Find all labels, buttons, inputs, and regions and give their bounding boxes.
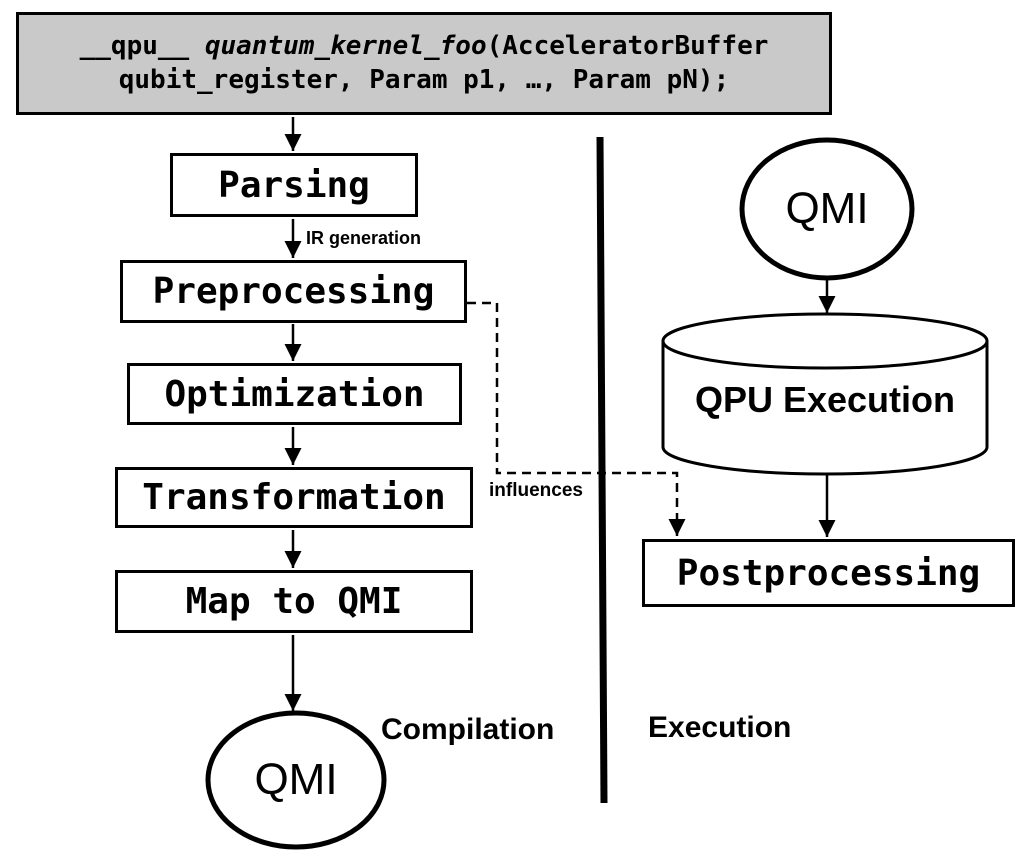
step-optimization-box: Optimization [127, 363, 462, 425]
qmi-left-label: QMI [254, 755, 338, 804]
step-map-to-qmi-box: Map to QMI [115, 570, 473, 633]
kernel-code-box: __qpu__ quantum_kernel_foo(AcceleratorBu… [16, 12, 832, 115]
compilation-section-label: Compilation [381, 713, 555, 746]
ir-generation-label: IR generation [306, 228, 422, 248]
section-divider-line [596, 136, 608, 804]
step-preprocessing-box: Preprocessing [120, 260, 467, 323]
step-transformation-box: Transformation [115, 467, 473, 528]
qpu-execution-label: QPU Execution [694, 379, 956, 420]
execution-section-label: Execution [648, 711, 792, 744]
influences-label: influences [489, 480, 583, 501]
step-postprocessing-box: Postprocessing [642, 539, 1015, 607]
kernel-code-line-1: __qpu__ quantum_kernel_foo(AcceleratorBu… [79, 31, 769, 61]
kernel-name-italic: quantum_kernel_foo [204, 31, 487, 61]
qmi-right-label: QMI [785, 184, 869, 233]
step-parsing-box: Parsing [170, 153, 418, 217]
kernel-code-line-2: qubit_register, Param p1, …, Param pN); [118, 65, 730, 95]
